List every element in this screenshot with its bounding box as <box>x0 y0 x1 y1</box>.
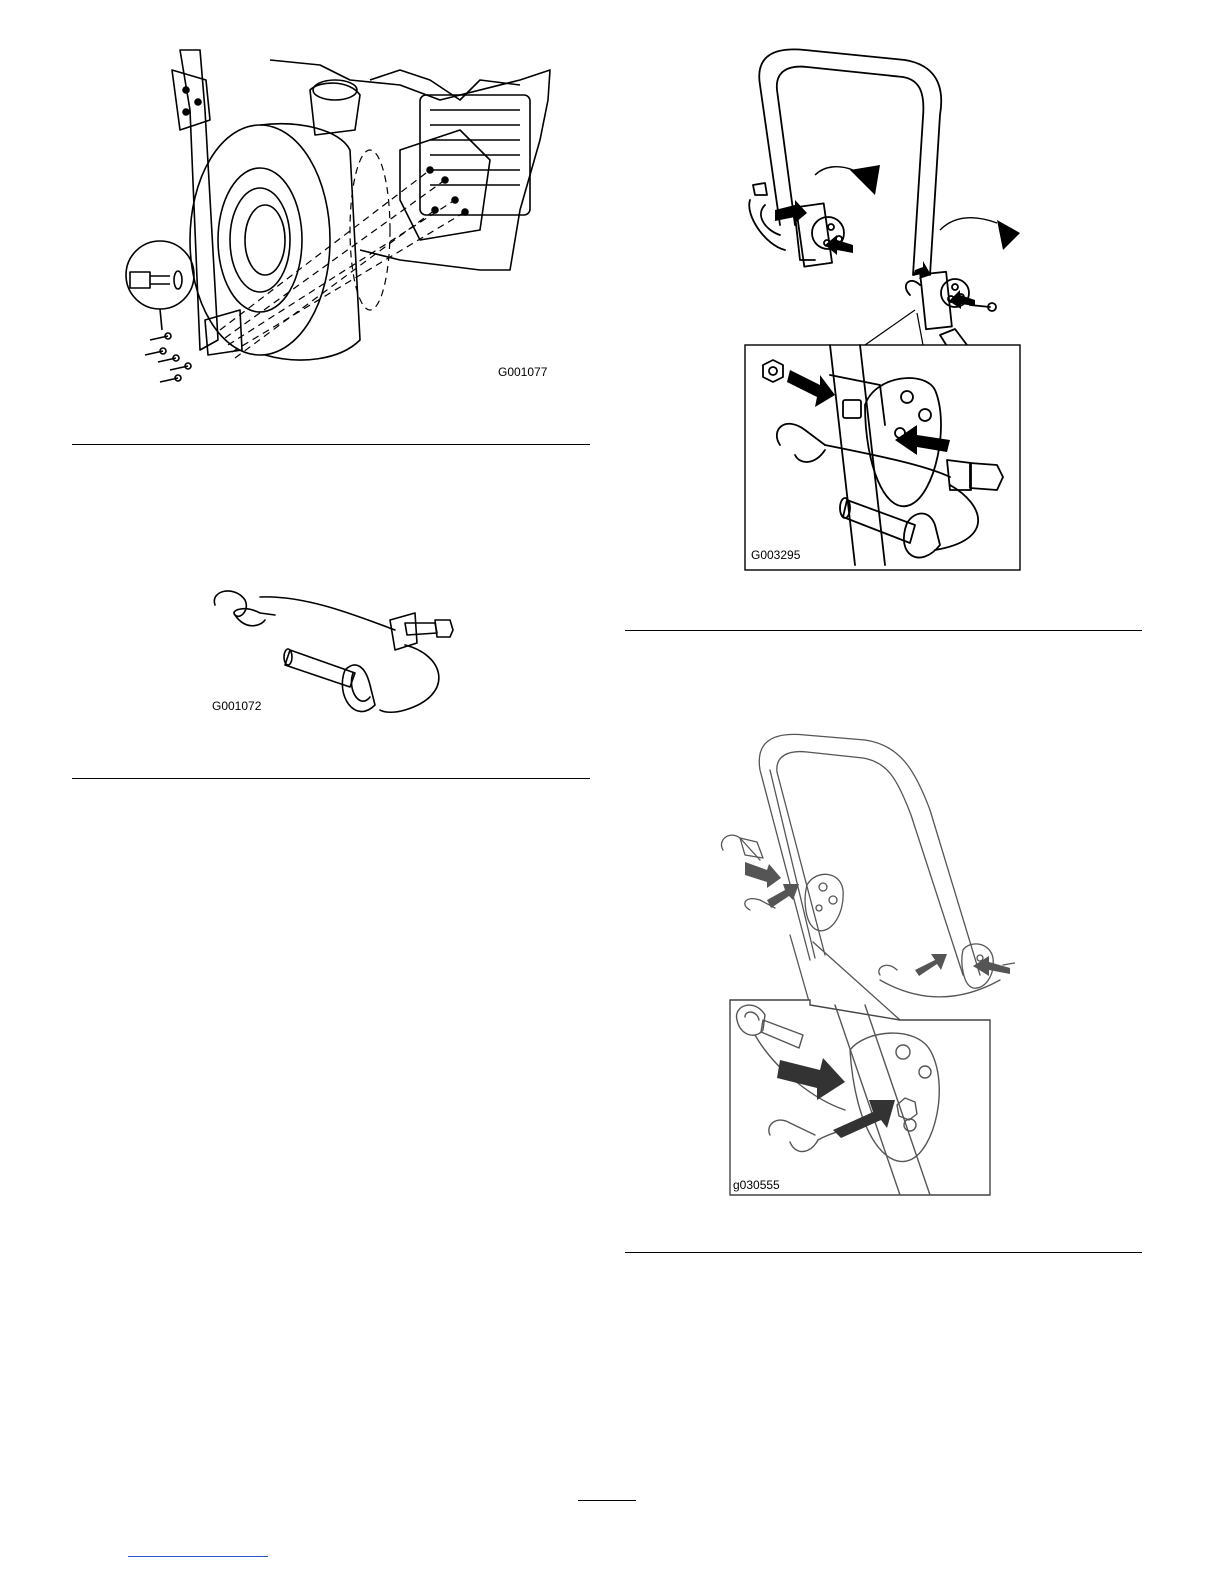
section-divider <box>72 778 590 779</box>
rollbar-mounting-illustration <box>100 40 570 390</box>
rollbar-pin-illustration <box>735 45 1035 575</box>
page-number-rule <box>578 1500 636 1501</box>
figure-code-label: G003295 <box>751 548 800 562</box>
figure-rollbar-pin-install: G003295 <box>735 45 1035 575</box>
figure-code-label: g030555 <box>733 1178 780 1192</box>
section-divider <box>625 1252 1142 1253</box>
figure-code-label: G001077 <box>498 365 547 379</box>
figure-rollbar-pin-detail: g030555 <box>715 730 1015 1200</box>
rollbar-pin-detail-illustration <box>715 730 1015 1200</box>
section-divider <box>72 444 590 445</box>
figure-code-label: G001072 <box>212 699 261 713</box>
figure-rollbar-mounting-bolts: G001077 <box>100 40 570 390</box>
figure-hitch-pin: G001072 <box>205 575 465 725</box>
section-divider <box>625 630 1142 631</box>
footer-link-underline[interactable] <box>128 1556 268 1557</box>
